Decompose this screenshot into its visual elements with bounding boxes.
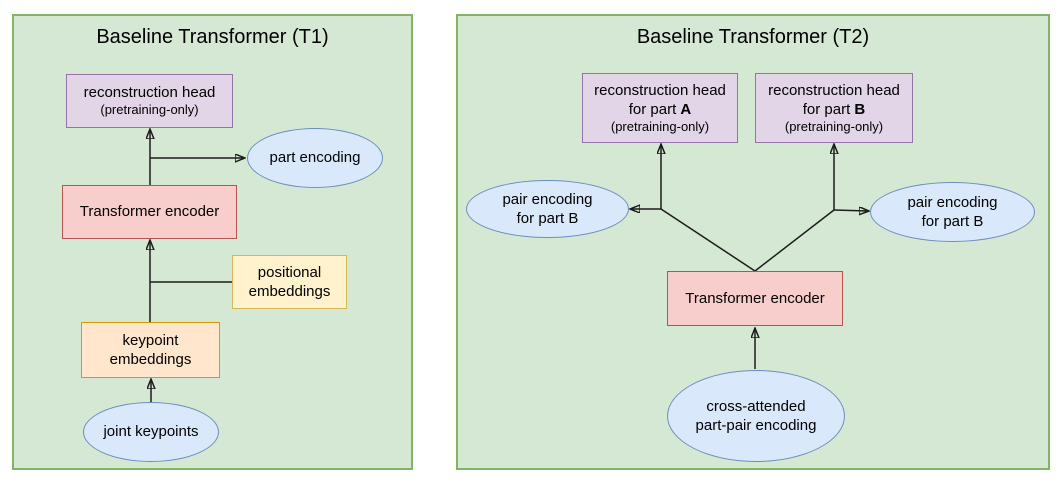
panel-baseline-transformer-t1: Baseline Transformer (T1) reconstruction… [12,14,413,470]
edge-encoder-to-right-junction [754,209,835,272]
t1-reconstruction-head-sublabel: (pretraining-only) [100,102,199,118]
t2-pair-encoding-right-ellipse: pair encoding for part B [870,182,1035,242]
t2-transformer-encoder-label: Transformer encoder [685,289,825,307]
t1-title: Baseline Transformer (T1) [96,26,329,48]
t2-pair-encoding-left-label: pair encoding for part B [502,190,593,227]
edge-encoder-to-left-junction [660,208,756,272]
t1-joint-keypoints-label: joint keypoints [103,423,199,441]
t2-head-a-line1: reconstruction head [594,81,726,99]
t2-cross-attended-ellipse: cross-attended part-pair encoding [667,370,845,462]
t2-head-b-line1: reconstruction head [768,81,900,99]
t1-keypoint-embeddings-box: keypoint embeddings [81,322,220,378]
t1-transformer-encoder-label: Transformer encoder [79,203,220,221]
t1-reconstruction-head-label: reconstruction head [83,84,216,102]
t2-cross-attended-label: cross-attended part-pair encoding [695,397,817,434]
t2-reconstruction-head-a-box: reconstruction head for part A (pretrain… [582,73,738,143]
t2-head-b-line2: for part B [802,100,866,118]
t2-head-a-sublabel: (pretraining-only) [610,119,710,135]
arrow-junction-to-right-ellipse [833,210,868,211]
t2-pair-encoding-left-ellipse: pair encoding for part B [466,180,629,238]
panel-baseline-transformer-t2: Baseline Transformer (T2) reconstruction… [456,14,1050,470]
t1-part-encoding-label: part encoding [269,149,361,167]
t1-positional-embeddings-label: positional embeddings [248,263,331,300]
t2-pair-encoding-right-label: pair encoding for part B [907,193,998,230]
t2-reconstruction-head-b-box: reconstruction head for part B (pretrain… [755,73,913,143]
t1-transformer-encoder-box: Transformer encoder [62,185,237,239]
t1-keypoint-embeddings-label: keypoint embeddings [109,331,192,368]
t2-title: Baseline Transformer (T2) [636,26,870,48]
t2-head-a-line2: for part A [628,100,692,118]
t1-joint-keypoints-ellipse: joint keypoints [83,402,219,462]
t1-positional-embeddings-box: positional embeddings [232,255,347,309]
t1-part-encoding-ellipse: part encoding [247,128,383,188]
t2-head-b-sublabel: (pretraining-only) [784,119,884,135]
t1-reconstruction-head-box: reconstruction head (pretraining-only) [66,74,233,128]
t2-transformer-encoder-box: Transformer encoder [667,271,843,326]
